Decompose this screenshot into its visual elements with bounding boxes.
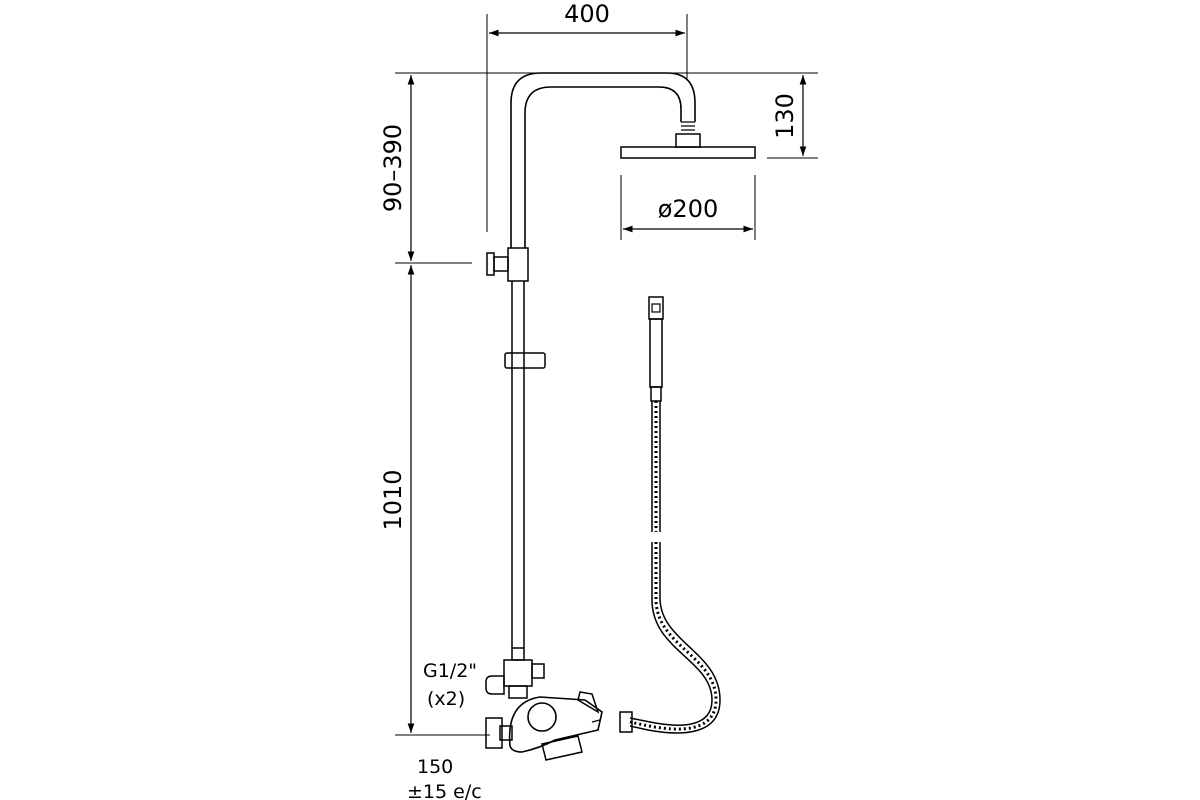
hand-shower-icon <box>648 296 664 402</box>
connection-notes: G1/2" (x2) 150 ±15 e/c <box>407 660 482 800</box>
dimension-column-height: 1010 <box>379 265 490 736</box>
dimension-head-diameter: ø200 <box>620 175 756 240</box>
dimension-width-label: 400 <box>564 0 610 28</box>
shower-hose <box>619 401 721 734</box>
shower-arm <box>510 72 696 248</box>
shower-head-icon <box>620 121 756 159</box>
slide-bracket-icon <box>504 352 546 369</box>
dimension-width-top: 400 <box>486 0 688 232</box>
dimension-arm-adjust-label: 90–390 <box>379 124 407 212</box>
dimension-head-drop-label: 130 <box>771 93 799 139</box>
thread-count-label: (x2) <box>427 688 465 710</box>
diverter-knob-icon <box>486 247 529 282</box>
mixer-valve-icon <box>485 647 603 761</box>
dimension-diameter-label: ø200 <box>658 195 719 223</box>
thread-size-label: G1/2" <box>423 660 477 682</box>
spacing-label: 150 <box>417 756 453 778</box>
spacing-tolerance-label: ±15 e/c <box>407 781 482 800</box>
dimension-head-drop: 130 <box>395 72 818 159</box>
riser-pipe <box>511 281 525 648</box>
dimension-column-height-label: 1010 <box>379 469 407 530</box>
dimension-arm-adjust: 90–390 <box>379 75 472 264</box>
